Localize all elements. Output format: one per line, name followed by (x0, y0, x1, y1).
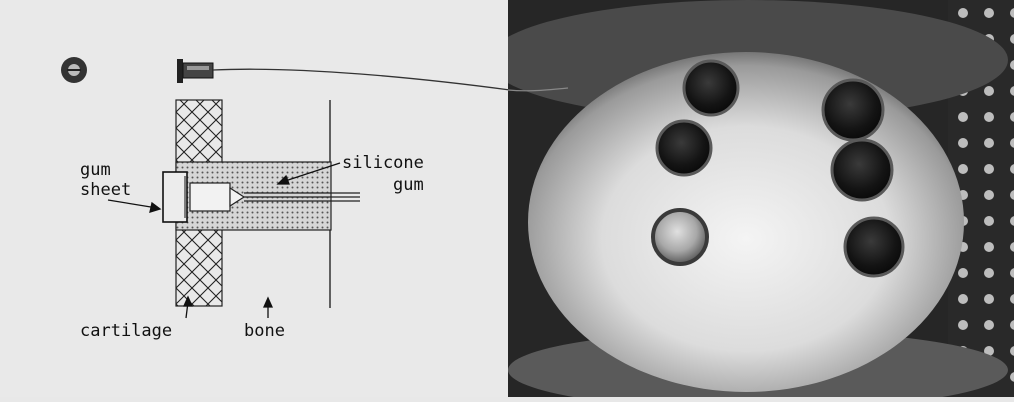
exposed-surface (528, 52, 964, 392)
label-sheet: sheet (80, 180, 131, 200)
electrode-site-5 (845, 218, 903, 276)
label-gum: gum (80, 160, 111, 180)
schematic-diagram: gum sheet silicone gum cartilage bone (0, 0, 510, 397)
electrode-body (190, 183, 230, 211)
photo-svg (508, 0, 1014, 397)
label-silicone: silicone (342, 153, 424, 173)
screw-head (61, 57, 87, 83)
label-bone: bone (244, 321, 285, 341)
electrode-site-1 (684, 61, 738, 115)
label-cartilage: cartilage (80, 321, 172, 341)
electrode-site-2 (657, 121, 711, 175)
electrode-site-3 (823, 80, 883, 140)
label-silicone-gum: gum (393, 175, 424, 195)
gum-sheet (163, 172, 187, 222)
diagram-svg: gum sheet silicone gum cartilage bone (0, 0, 510, 397)
implant-photograph (508, 0, 1014, 397)
metal-implant-disc (653, 210, 707, 264)
electrode-site-4 (832, 140, 892, 200)
